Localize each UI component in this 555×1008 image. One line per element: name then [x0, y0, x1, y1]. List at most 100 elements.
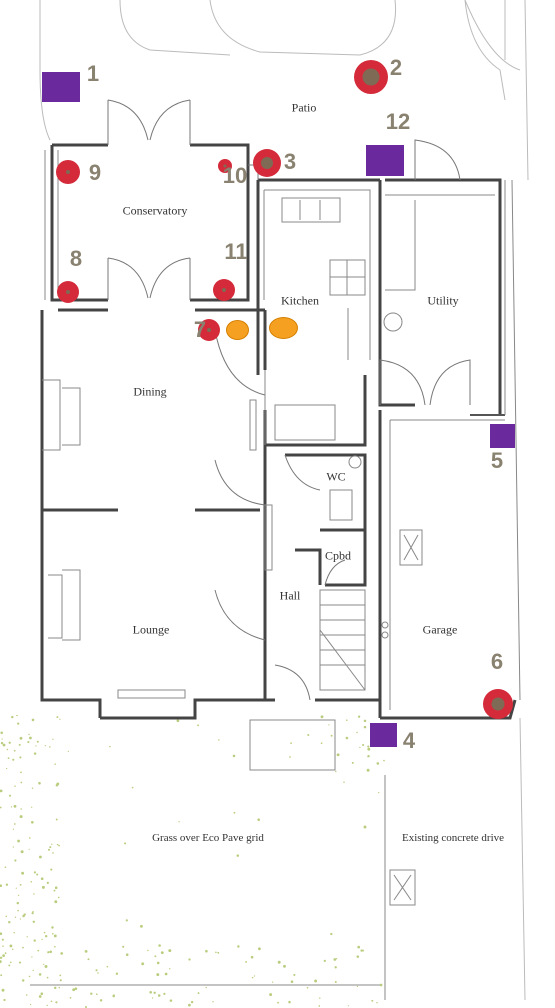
grass-speckle — [0, 789, 3, 793]
grass-speckle — [9, 944, 13, 948]
grass-speckle — [197, 992, 200, 995]
grass-speckle — [56, 716, 59, 719]
red-marker-2[interactable] — [354, 60, 388, 94]
grass-speckle — [2, 954, 5, 957]
red-marker-9[interactable] — [56, 160, 80, 184]
grass-speckle — [188, 1003, 191, 1007]
grass-speckle — [47, 951, 50, 954]
grass-speckle — [334, 980, 337, 984]
grass-speckle — [33, 752, 37, 755]
grass-speckle — [46, 1004, 48, 1007]
grass-speckle — [3, 998, 6, 1002]
grass-speckle — [30, 820, 34, 824]
red-marker-11[interactable] — [213, 279, 235, 301]
purple-marker-12[interactable] — [366, 145, 404, 176]
grass-speckle — [14, 859, 17, 862]
grass-speckle — [125, 953, 129, 956]
red-marker-6[interactable] — [483, 689, 513, 719]
grass-speckle — [50, 1000, 53, 1003]
grass-speckle — [17, 894, 20, 896]
marker-number-6: 6 — [490, 649, 504, 674]
grass-speckle — [12, 828, 15, 830]
grass-speckle — [236, 854, 240, 857]
grass-speckle — [41, 885, 45, 889]
grass-speckle — [49, 746, 51, 748]
grass-speckle — [328, 724, 330, 726]
grass-speckle — [22, 914, 25, 918]
grass-speckle — [190, 1000, 194, 1004]
grass-speckle — [356, 985, 359, 988]
red-marker-8[interactable] — [57, 281, 79, 303]
grass-speckle — [31, 956, 33, 958]
grass-speckle — [233, 811, 236, 814]
grass-speckle — [334, 966, 337, 969]
room-label-patio: Patio — [291, 100, 317, 115]
marker-number-11: 11 — [224, 239, 248, 264]
grass-speckle — [53, 889, 56, 892]
grass-speckle — [74, 987, 78, 990]
grass-speckle — [54, 945, 56, 948]
purple-marker-4[interactable] — [370, 723, 397, 747]
grass-speckle — [366, 768, 370, 772]
grass-speckle — [251, 976, 254, 979]
grass-speckle — [218, 739, 220, 741]
grass-speckle — [14, 785, 16, 787]
orange-marker-left[interactable] — [226, 320, 249, 340]
red-marker-3[interactable] — [253, 149, 281, 177]
grass-speckle — [8, 794, 12, 797]
grass-speckle — [19, 918, 22, 920]
grass-speckle — [335, 957, 338, 960]
marker-number-2: 2 — [389, 55, 403, 80]
grass-speckle — [13, 749, 16, 752]
grass-speckle — [112, 994, 115, 998]
grass-speckle — [69, 997, 72, 999]
grass-speckle — [307, 733, 310, 737]
grass-speckle — [13, 931, 15, 934]
marker-number-8: 8 — [69, 246, 83, 271]
grass-speckle — [87, 958, 90, 961]
grass-speckle — [8, 964, 11, 967]
grass-speckle — [109, 745, 111, 748]
grass-speckle — [288, 1000, 291, 1004]
purple-marker-1[interactable] — [42, 72, 80, 102]
grass-speckle — [17, 839, 21, 843]
grass-speckle — [84, 1005, 88, 1008]
grass-speckle — [38, 781, 41, 785]
grass-speckle — [17, 722, 20, 725]
grass-speckle — [363, 719, 367, 723]
grass-speckle — [13, 804, 17, 808]
grass-speckle — [335, 770, 337, 773]
marker-number-5: 5 — [490, 448, 504, 473]
grass-speckle — [21, 979, 25, 982]
room-label-conservatory: Conservatory — [122, 203, 188, 218]
orange-marker-right[interactable] — [269, 317, 298, 339]
grass-speckle — [40, 992, 44, 995]
grass-speckle — [319, 997, 321, 999]
grass-speckle — [10, 806, 13, 808]
grass-speckle — [131, 786, 134, 789]
grass-speckle — [20, 808, 22, 810]
grass-speckle — [257, 818, 260, 821]
room-label-hall: Hall — [279, 588, 301, 603]
grass-speckle — [371, 999, 374, 1002]
grass-speckle — [153, 991, 156, 994]
grass-speckle — [84, 950, 88, 953]
grass-speckle — [347, 1005, 350, 1007]
grass-speckle — [31, 912, 34, 915]
grass-speckle — [28, 975, 31, 978]
grass-speckle — [54, 763, 56, 765]
grass-speckle — [215, 951, 217, 954]
grass-speckle — [345, 736, 349, 740]
grass-speckle — [55, 1001, 58, 1004]
grass-speckle — [54, 886, 58, 889]
marker-number-4: 4 — [402, 728, 416, 753]
grass-speckle — [38, 855, 42, 859]
red-marker-7[interactable] — [198, 319, 220, 341]
red-marker-10[interactable] — [218, 159, 232, 173]
grass-speckle — [357, 715, 361, 718]
grass-speckle — [217, 951, 220, 954]
purple-marker-5[interactable] — [490, 424, 515, 448]
grass-speckle — [178, 821, 180, 823]
grass-speckle — [20, 850, 24, 854]
grass-speckle — [164, 972, 168, 976]
